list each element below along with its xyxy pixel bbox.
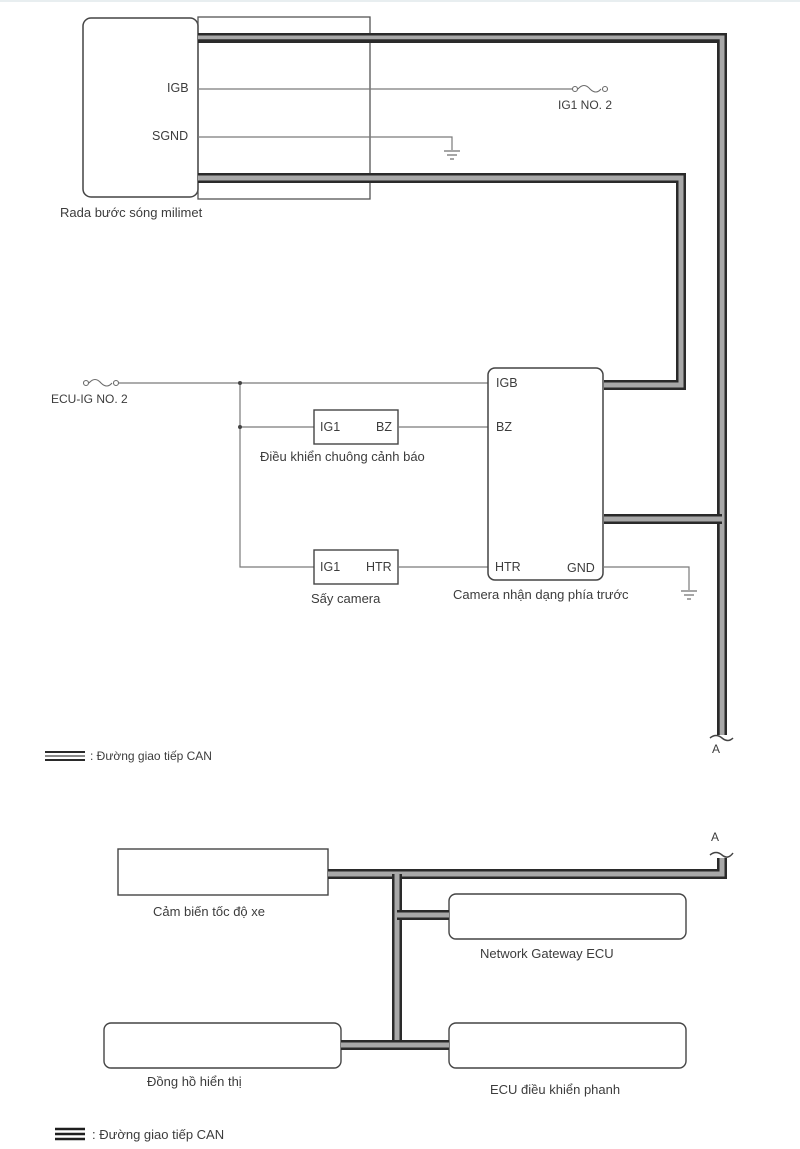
can-bus-trunk (198, 33, 727, 735)
fuse-icon (571, 84, 609, 93)
camera-heater-box (313, 549, 399, 585)
speed-sensor-label: Cảm biến tốc độ xe (153, 904, 266, 919)
connector-a-label-bottom: A (711, 830, 720, 844)
top-border-strip (0, 0, 800, 2)
connector-a-break-top (709, 734, 734, 742)
front-camera-label: Camera nhận dạng phía trước (453, 587, 629, 602)
buzzer-pin-ig1: IG1 (320, 420, 341, 434)
speed-sensor-box (117, 848, 329, 896)
ground-icon (681, 590, 697, 600)
brake-ecu-label: ECU điều khiển phanh (490, 1082, 621, 1097)
radar-label: Rada bước sóng milimet (60, 205, 203, 220)
radar-pin-sgnd: SGND (152, 129, 189, 143)
buzzer-pin-bz: BZ (376, 420, 392, 434)
network-gateway-box (448, 893, 687, 940)
brake-ecu-box (448, 1022, 687, 1069)
network-gateway-label: Network Gateway ECU (480, 946, 614, 961)
connector-a-break-bottom (709, 851, 734, 858)
can-bus-bottom (328, 858, 727, 1050)
meter-box (103, 1022, 342, 1069)
meter-label: Đồng hồ hiển thị (147, 1074, 242, 1089)
camera-pin-bz: BZ (496, 420, 512, 434)
junction-dot (238, 425, 242, 429)
radar-pin-igb: IGB (167, 81, 189, 95)
heater-pin-ig1: IG1 (320, 560, 341, 574)
heater-pin-htr: HTR (366, 560, 392, 574)
can-line-icon (55, 1127, 85, 1141)
ground-icon (444, 150, 460, 160)
buzzer-control-label: Điều khiển chuông cảnh báo (260, 449, 425, 464)
front-camera-box (487, 367, 604, 581)
fuse-ecu-ig-label: ECU-IG NO. 2 (51, 392, 128, 406)
can-legend-text-top: : Đường giao tiếp CAN (90, 749, 212, 763)
radar-module-box (82, 17, 199, 198)
fuse-ig1-label: IG1 NO. 2 (558, 98, 613, 112)
camera-pin-gnd: GND (567, 561, 595, 575)
junction-dot (238, 381, 242, 385)
connector-a-label-top: A (712, 742, 721, 756)
camera-pin-igb: IGB (496, 376, 518, 390)
can-line-icon (45, 751, 85, 761)
radar-connector-frame (197, 16, 371, 200)
can-bus-radar-camera (198, 173, 686, 390)
camera-pin-htr: HTR (495, 560, 521, 574)
can-legend-text-bottom: : Đường giao tiếp CAN (92, 1127, 225, 1142)
camera-heater-label: Sấy camera (311, 591, 381, 606)
fuse-icon (82, 378, 120, 387)
